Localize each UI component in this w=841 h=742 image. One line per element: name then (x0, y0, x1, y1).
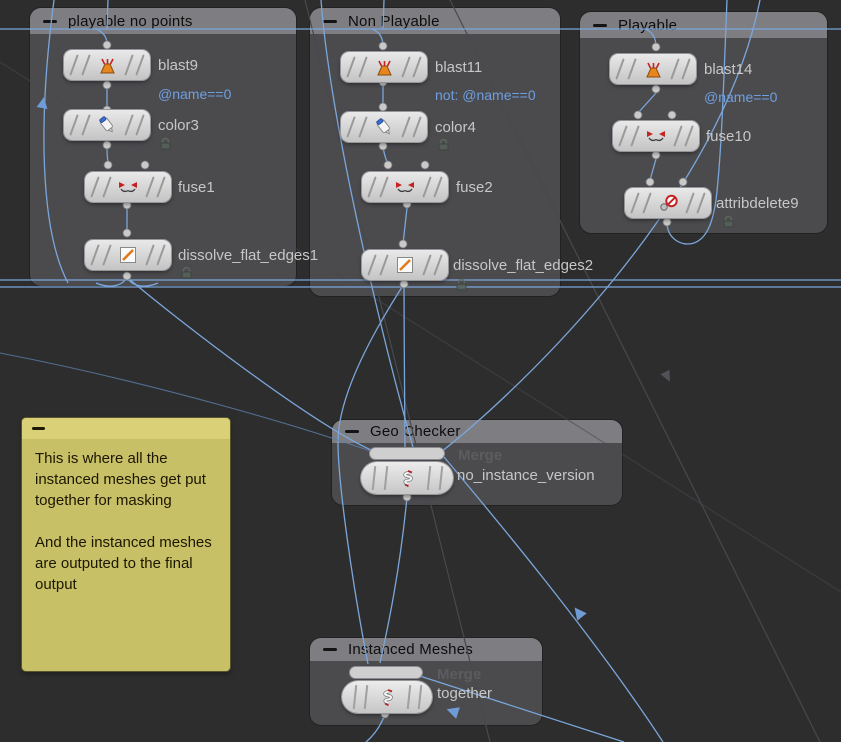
collapse-icon[interactable] (32, 427, 45, 430)
node-label: attribdelete9 (716, 195, 799, 212)
node-label: no_instance_version (457, 467, 595, 484)
lock-icon (181, 266, 192, 279)
lock-icon (160, 137, 171, 150)
merge-icon (376, 686, 398, 708)
merge-icon (396, 467, 418, 489)
lock-icon (723, 215, 734, 228)
blast-icon (96, 54, 118, 76)
node-together[interactable] (342, 681, 432, 713)
node-annotation: @name==0 (158, 86, 232, 102)
node-annotation: not: @name==0 (435, 87, 536, 103)
fuse-icon (645, 125, 667, 147)
node-color4[interactable] (341, 112, 427, 142)
sticky-note-paragraph: And the instanced meshes are outputed to… (35, 534, 212, 593)
network-box-header[interactable]: playable no points (30, 8, 296, 34)
node-attribdelete9[interactable] (625, 188, 711, 218)
lock-icon (456, 278, 467, 291)
merge-input-bar[interactable] (370, 448, 444, 459)
node-blast9[interactable] (64, 50, 150, 80)
blast-icon (642, 58, 664, 80)
node-dissolve-flat-edges1[interactable] (85, 240, 171, 270)
node-annotation: @name==0 (704, 89, 778, 105)
node-label: blast11 (435, 59, 483, 76)
network-box-title: playable no points (68, 12, 193, 30)
node-label: together (437, 685, 493, 702)
node-label: dissolve_flat_edges1 (178, 247, 319, 264)
sticky-note-text: This is where all the instanced meshes g… (22, 439, 230, 595)
fuse-icon (394, 176, 416, 198)
node-label: fuse10 (706, 128, 752, 145)
sticky-note-paragraph: This is where all the instanced meshes g… (35, 450, 206, 509)
sticky-note-header[interactable] (22, 418, 230, 439)
node-blast11[interactable] (341, 52, 427, 82)
blast-icon (373, 56, 395, 78)
node-label: blast14 (704, 61, 753, 78)
sticky-note[interactable]: This is where all the instanced meshes g… (22, 418, 230, 671)
node-no-instance-version[interactable] (361, 462, 453, 494)
node-blast14[interactable] (610, 54, 696, 84)
node-fuse1[interactable] (85, 172, 171, 202)
color-icon (373, 116, 395, 138)
lock-icon (438, 138, 449, 151)
dissolve-icon (394, 254, 416, 276)
color-icon (96, 114, 118, 136)
dissolve-icon (117, 244, 139, 266)
node-color3[interactable] (64, 110, 150, 140)
node-label: color3 (158, 117, 199, 134)
node-label: dissolve_flat_edges2 (453, 257, 594, 274)
node-fuse2[interactable] (362, 172, 448, 202)
node-label: blast9 (158, 57, 199, 74)
node-dissolve-flat-edges2[interactable] (362, 250, 448, 280)
merge-input-bar[interactable] (350, 667, 422, 678)
node-fuse10[interactable] (613, 121, 699, 151)
node-label: fuse2 (456, 179, 493, 196)
node-label: fuse1 (178, 179, 215, 196)
fuse-icon (117, 176, 139, 198)
node-label: color4 (435, 119, 476, 136)
attribdelete-icon (657, 192, 679, 214)
